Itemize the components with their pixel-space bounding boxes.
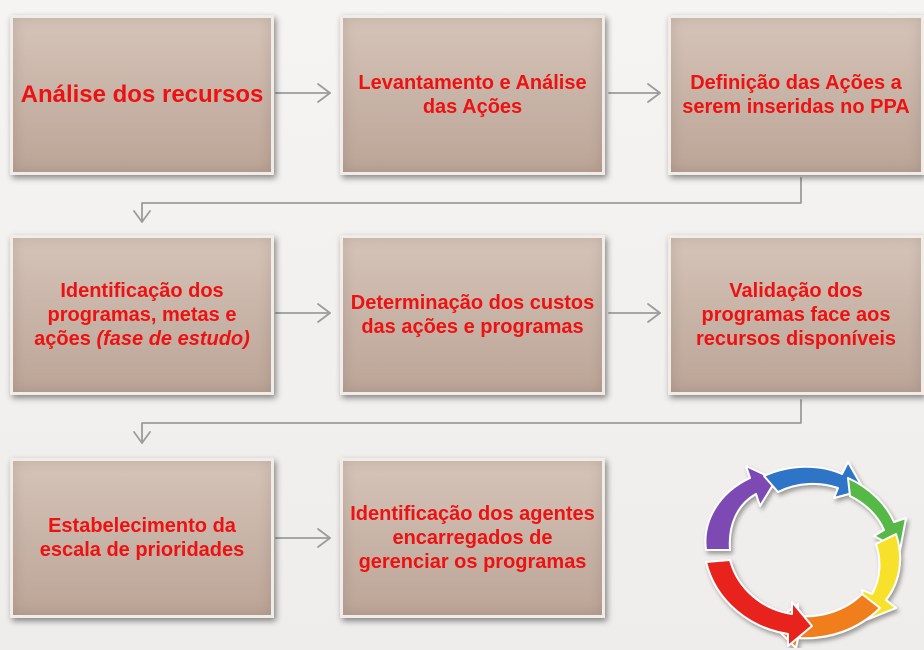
- arrow-2-3: [608, 83, 661, 103]
- step-box-definicao-acoes: Definição das Ações a serem inseridas no…: [668, 15, 924, 175]
- step-box-determinacao-custos: Determinação dos custos das ações e prog…: [340, 235, 605, 395]
- step-label-determinacao-custos: Determinação dos custos das ações e prog…: [350, 292, 595, 338]
- step-box-levantamento: Levantamento e Análise das Ações: [340, 15, 605, 175]
- circular-arrows-icon: [704, 461, 907, 648]
- step-label-identificacao-programas-italic: (fase de estudo): [96, 328, 250, 350]
- step-box-identificacao-programas: Identificação dos programas, metas e açõ…: [10, 235, 274, 395]
- step-label-identificacao-programas: Identificação dos programas, metas e açõ…: [19, 279, 265, 351]
- cycle-segment-blue: [763, 461, 865, 499]
- step-box-analise-recursos: Análise dos recursos: [10, 15, 274, 175]
- step-label-analise-recursos: Análise dos recursos: [20, 80, 264, 108]
- step-box-escala-prioridades: Estabelecimento da escala de prioridades: [10, 458, 274, 618]
- step-label-definicao-acoes: Definição das Ações a serem inseridas no…: [682, 72, 910, 118]
- elbow-3-4: [133, 177, 802, 223]
- step-box-validacao-programas: Validação dos programas face aos recurso…: [668, 235, 924, 395]
- cycle-segment-red: [705, 559, 813, 647]
- step-label-validacao-programas: Validação dos programas face aos recurso…: [695, 280, 897, 350]
- arrow-5-6: [608, 303, 661, 323]
- arrow-4-5: [275, 303, 331, 323]
- step-label-identificacao-programas-main: Identificação dos programas, metas e açõ…: [34, 280, 237, 350]
- step-label-agentes-encarregados: Identificação dos agentes encarregados d…: [350, 503, 595, 573]
- elbow-6-7: [133, 399, 802, 444]
- arrow-1-2: [275, 83, 331, 103]
- step-label-escala-prioridades: Estabelecimento da escala de prioridades: [39, 515, 245, 561]
- step-box-agentes-encarregados: Identificação dos agentes encarregados d…: [340, 458, 605, 618]
- step-label-levantamento: Levantamento e Análise das Ações: [358, 72, 587, 118]
- arrow-7-8: [275, 528, 331, 548]
